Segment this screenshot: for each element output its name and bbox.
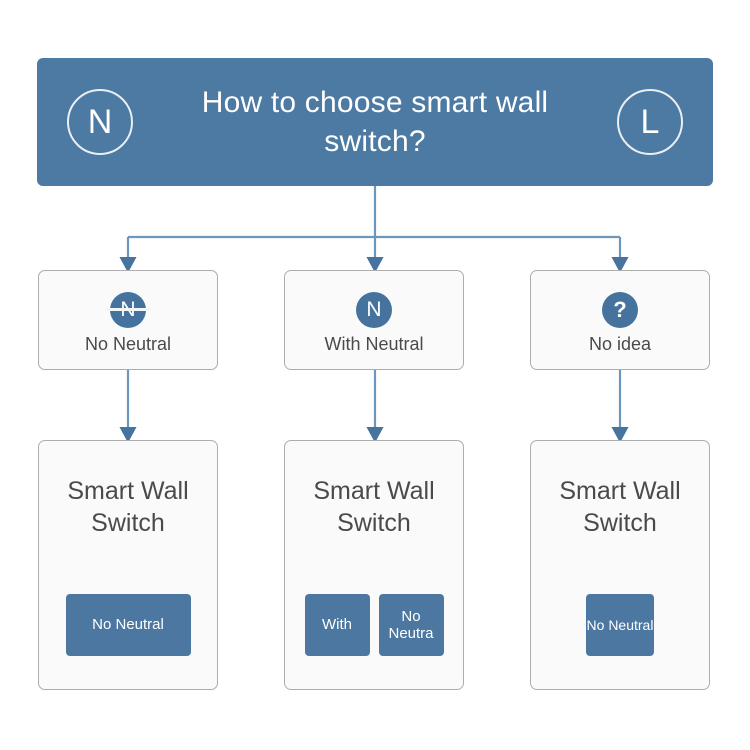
result-title: Smart Wall Switch xyxy=(67,477,189,537)
option-label-with-neutral: With Neutral xyxy=(324,333,424,354)
result-button-row: No Neutral xyxy=(39,594,217,656)
page-title: How to choose smart wall switch? xyxy=(201,86,549,158)
product-button-with[interactable]: With xyxy=(304,594,370,656)
result-title: Smart Wall Switch xyxy=(313,477,435,537)
option-card-no-idea[interactable]: ? No idea xyxy=(530,270,710,370)
product-button-no-neutral[interactable]: No Neutra xyxy=(378,594,444,656)
result-button-row: With No Neutra xyxy=(285,594,463,656)
result-button-row: No Neutral xyxy=(531,594,709,656)
result-card-no-idea: Smart Wall Switch No Neutral xyxy=(530,440,710,690)
live-wire-icon-label: L xyxy=(640,103,660,141)
product-button-no-neutral[interactable]: No Neutral xyxy=(65,594,191,656)
result-card-with-neutral: Smart Wall Switch With No Neutra xyxy=(284,440,464,690)
question-circle-icon: ? xyxy=(602,291,638,328)
header-banner: N How to choose smart wall switch? L xyxy=(37,58,713,186)
option-label-no-neutral: No Neutral xyxy=(84,333,172,354)
neutral-wire-icon-label: N xyxy=(87,103,113,141)
live-wire-icon: L xyxy=(617,89,683,155)
option-card-with-neutral[interactable]: N With Neutral xyxy=(284,270,464,370)
n-circle-icon: N xyxy=(356,291,392,328)
neutral-wire-icon: N xyxy=(67,89,133,155)
n-circle-struck-icon-glyph: N xyxy=(120,298,136,321)
result-card-no-neutral: Smart Wall Switch No Neutral xyxy=(38,440,218,690)
n-circle-struck-icon: N xyxy=(105,291,151,328)
option-card-no-neutral[interactable]: N No Neutral xyxy=(38,270,218,370)
option-label-no-idea: No idea xyxy=(588,333,652,354)
result-title: Smart Wall Switch xyxy=(559,477,681,537)
question-circle-icon-glyph: ? xyxy=(613,296,627,322)
n-circle-icon-glyph: N xyxy=(366,298,382,321)
product-button-no-neutral[interactable]: No Neutral xyxy=(586,594,654,656)
